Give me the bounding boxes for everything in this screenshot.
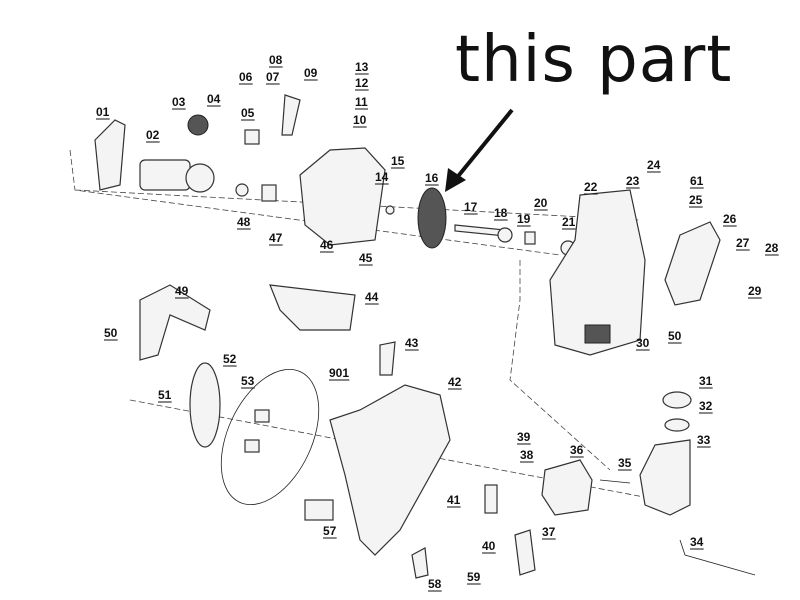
- label-35: 35: [618, 456, 632, 470]
- part-57-label: [304, 499, 334, 521]
- part-901-brush-holder: [254, 409, 270, 423]
- label-20: 20: [534, 196, 548, 210]
- part-901-brush-set-outline: [220, 368, 320, 506]
- part-05-brush: [244, 129, 260, 145]
- part-49-handle: [139, 284, 211, 361]
- part-16-gear-wheel: [417, 187, 447, 249]
- label-14: 14: [375, 170, 389, 184]
- label-26: 26: [723, 212, 737, 226]
- part-901-brush-holder: [244, 439, 260, 453]
- label-28: 28: [765, 241, 779, 255]
- part-31-cap: [662, 391, 692, 409]
- label-24: 24: [647, 158, 661, 172]
- label-61: 61: [690, 174, 704, 188]
- part-02-armature: [139, 159, 191, 191]
- part-48-bearing: [235, 183, 249, 197]
- label-22: 22: [584, 180, 598, 194]
- label-03: 03: [172, 95, 186, 109]
- label-13: 13: [355, 60, 369, 74]
- part-43-lever: [379, 341, 396, 376]
- label-47: 47: [269, 231, 283, 245]
- label-30: 30: [636, 336, 650, 350]
- part-42-motor-housing: [329, 384, 451, 556]
- part-labels: 01 02 03 04 05 06 07 08 09 10 11 12 13 1…: [96, 53, 779, 592]
- label-46: 46: [320, 238, 334, 252]
- label-44: 44: [365, 290, 379, 304]
- label-58: 58: [428, 577, 442, 591]
- label-18: 18: [494, 206, 508, 220]
- part-34-hex-key: [679, 539, 756, 576]
- label-41: 41: [447, 493, 461, 507]
- label-19: 19: [517, 212, 531, 226]
- label-37: 37: [542, 525, 556, 539]
- label-50-left: 50: [104, 326, 118, 340]
- label-25: 25: [689, 193, 703, 207]
- part-32-seal: [664, 418, 690, 432]
- label-34: 34: [690, 535, 704, 549]
- part-37-trigger: [514, 529, 536, 576]
- annotation-text: this part: [455, 23, 733, 97]
- label-15: 15: [391, 154, 405, 168]
- label-59: 59: [467, 570, 481, 584]
- part-36-switch: [541, 459, 593, 516]
- part-35-screw: [599, 479, 631, 484]
- label-901: 901: [329, 366, 349, 380]
- part-19-clip: [524, 231, 536, 245]
- label-09: 09: [304, 66, 318, 80]
- part-46-gear-housing: [299, 147, 386, 246]
- label-29: 29: [748, 284, 762, 298]
- label-08: 08: [269, 53, 283, 67]
- label-43: 43: [405, 336, 419, 350]
- label-57: 57: [323, 524, 337, 538]
- label-49: 49: [175, 284, 189, 298]
- part-58-knob: [411, 547, 429, 579]
- label-05: 05: [241, 106, 255, 120]
- label-48: 48: [237, 215, 251, 229]
- label-11: 11: [355, 95, 368, 109]
- label-33: 33: [697, 433, 711, 447]
- label-53: 53: [241, 374, 255, 388]
- part-52-end-plate: [189, 362, 221, 448]
- label-51: 51: [158, 388, 172, 402]
- label-38: 38: [520, 448, 534, 462]
- label-16: 16: [425, 171, 439, 185]
- part-44-gasket: [269, 284, 356, 331]
- annotation-arrow: [453, 108, 514, 182]
- label-31: 31: [699, 374, 713, 388]
- label-27: 27: [736, 236, 750, 250]
- part-33-oil-tank: [639, 439, 691, 516]
- annotation-arrowhead: [445, 168, 466, 192]
- label-45: 45: [359, 251, 373, 265]
- part-01-end-cover: [94, 119, 126, 191]
- part-39-spring: [484, 484, 498, 514]
- label-50-right: 50: [668, 329, 682, 343]
- assembly-axis-right: [509, 260, 611, 471]
- label-06: 06: [239, 70, 253, 84]
- label-02: 02: [146, 128, 160, 142]
- part-02-fan: [185, 163, 215, 193]
- label-23: 23: [626, 174, 640, 188]
- part-14-washer: [385, 205, 395, 215]
- label-40: 40: [482, 539, 496, 553]
- label-17: 17: [464, 200, 478, 214]
- label-10: 10: [353, 113, 367, 127]
- part-08-lever: [281, 94, 301, 136]
- label-01: 01: [96, 105, 110, 119]
- label-39: 39: [517, 430, 531, 444]
- part-26-cover: [664, 221, 721, 306]
- part-22-grille: [584, 324, 611, 344]
- part-18-bearing: [497, 227, 513, 243]
- label-04: 04: [207, 92, 221, 106]
- part-22-housing-cover: [549, 189, 646, 356]
- label-36: 36: [570, 443, 584, 457]
- label-42: 42: [448, 375, 462, 389]
- label-32: 32: [699, 399, 713, 413]
- label-12: 12: [355, 76, 369, 90]
- part-47-bushing: [261, 184, 277, 202]
- label-52: 52: [223, 352, 237, 366]
- label-21: 21: [562, 215, 576, 229]
- label-07: 07: [266, 70, 280, 84]
- part-03-gear: [187, 114, 209, 136]
